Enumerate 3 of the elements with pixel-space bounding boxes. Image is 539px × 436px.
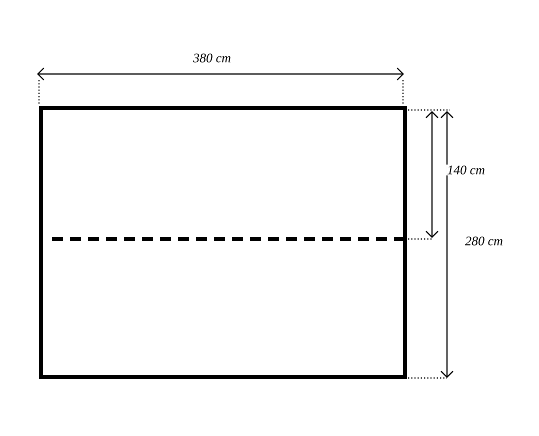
dimension-label: 140 cm — [446, 164, 486, 176]
dimension-label: 380 cm — [192, 52, 232, 64]
dimension-label: 280 cm — [464, 236, 504, 246]
